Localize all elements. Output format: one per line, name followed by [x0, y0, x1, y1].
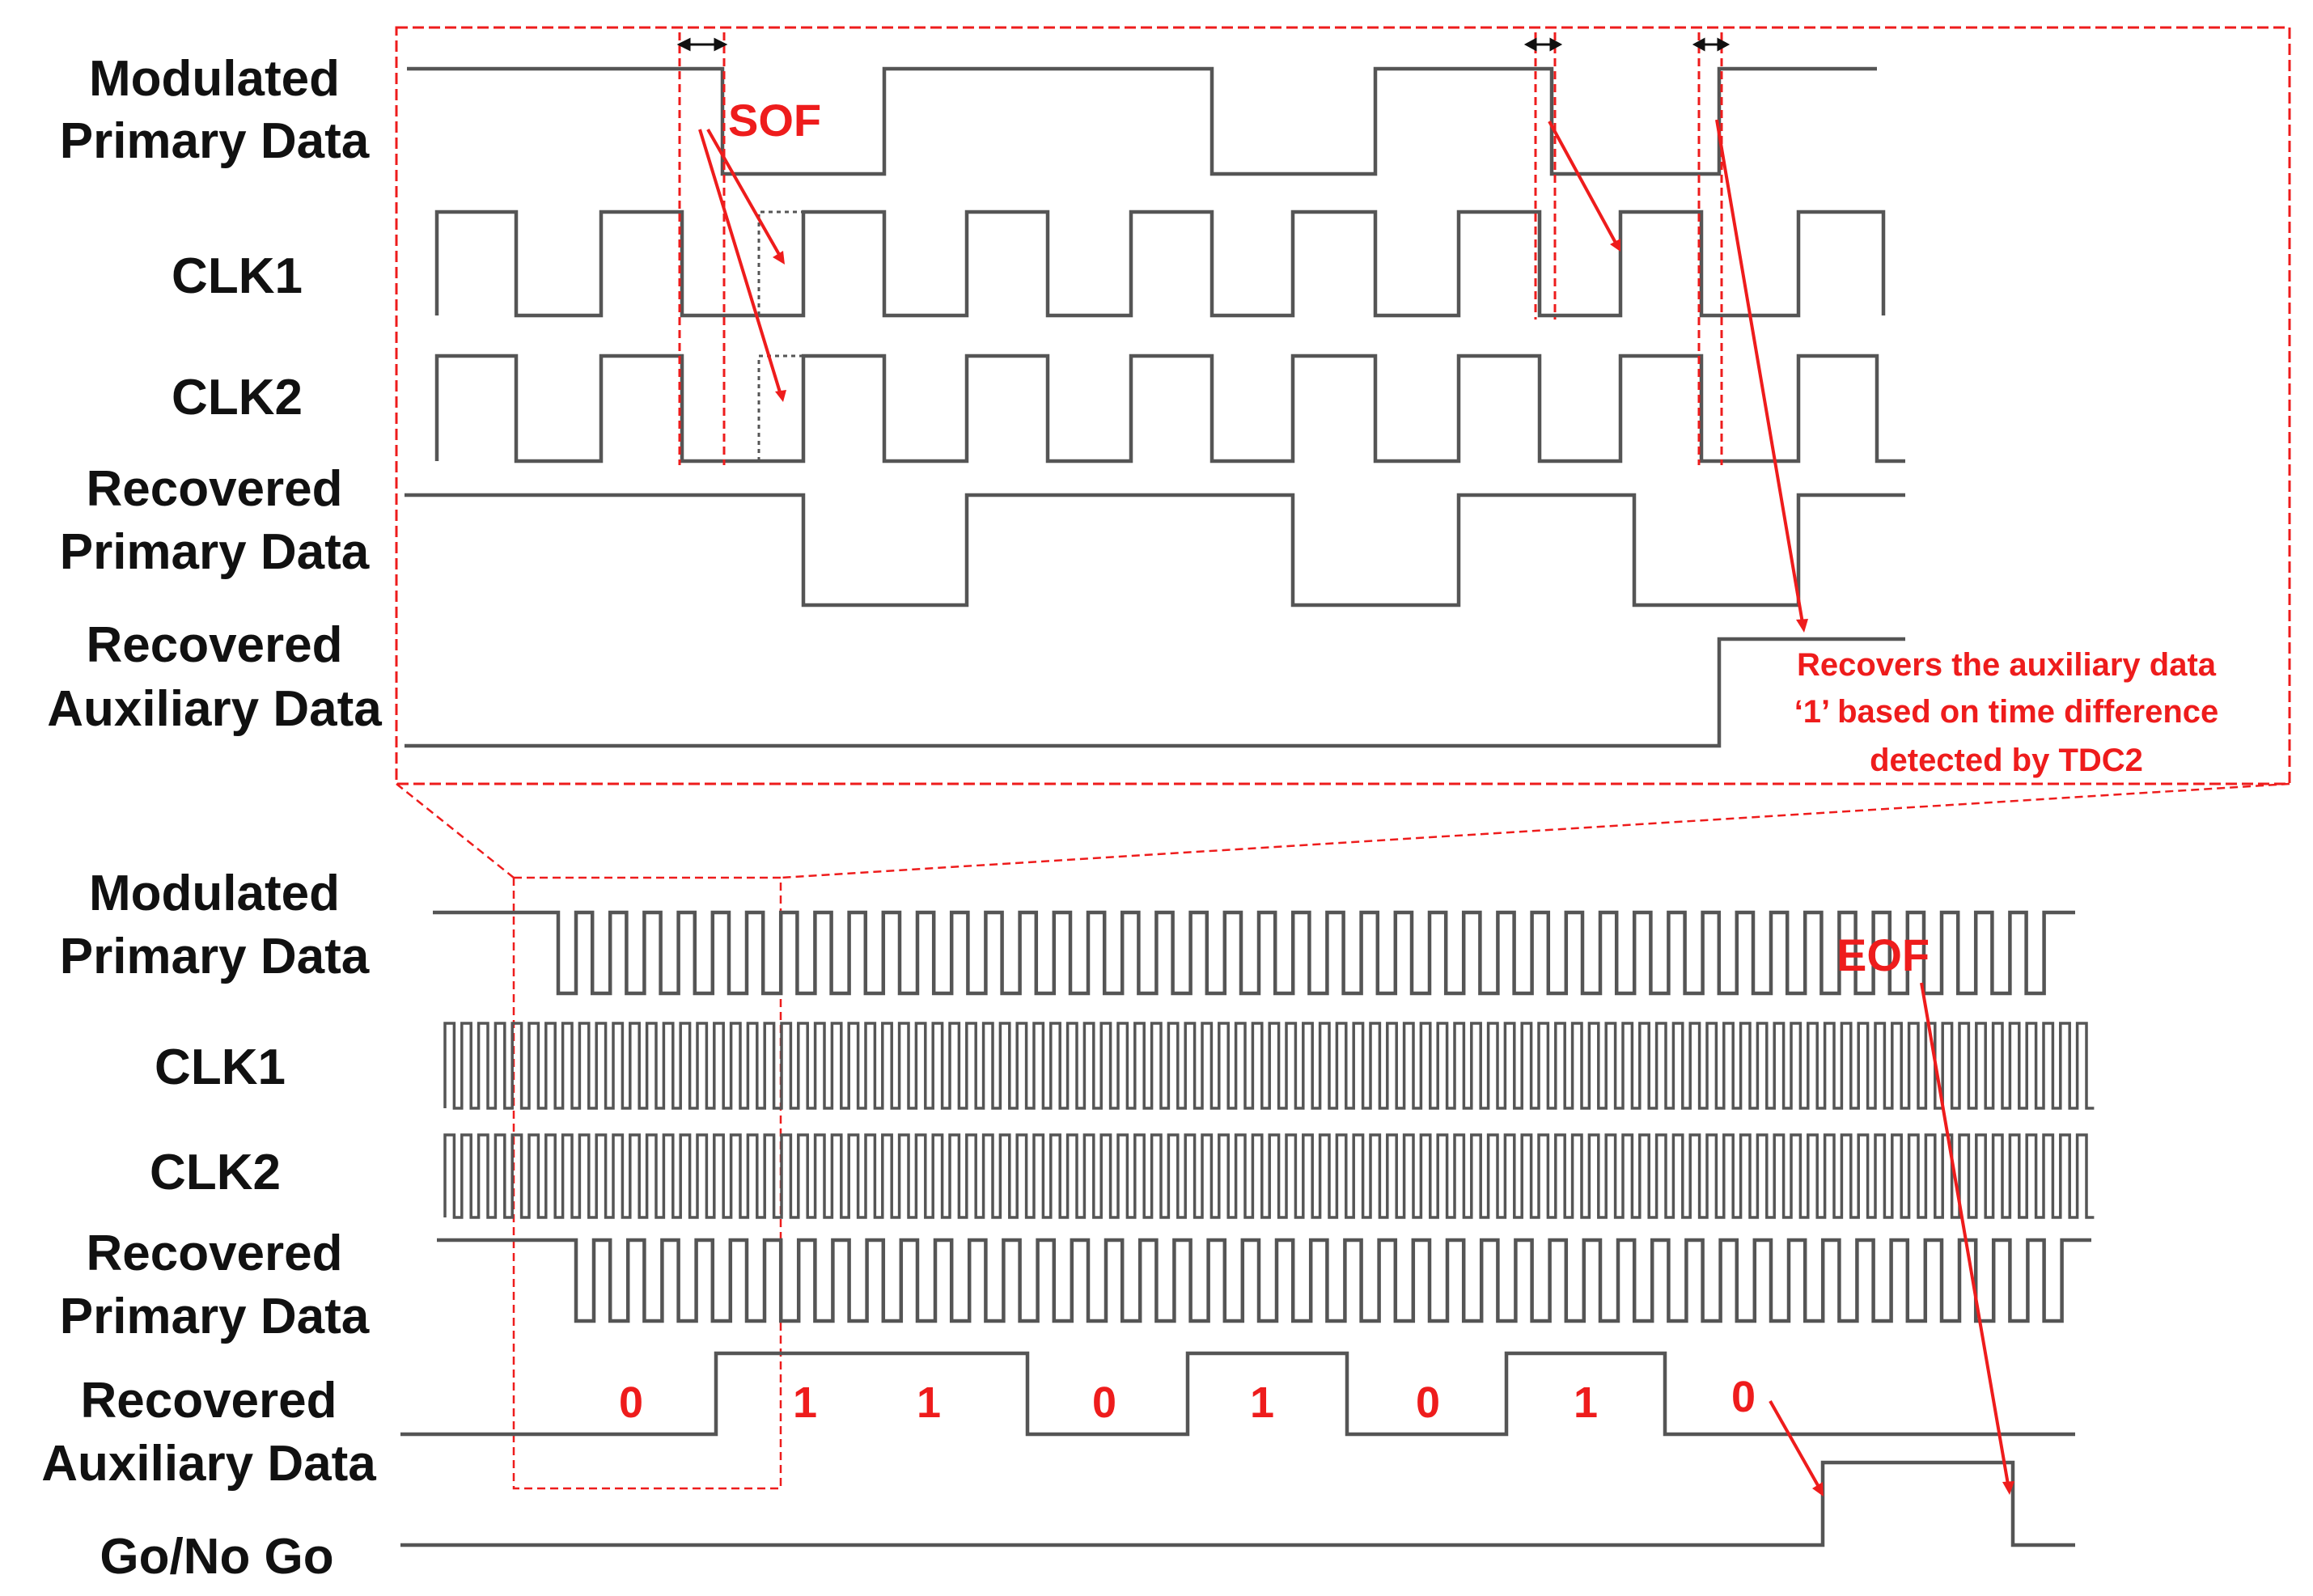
sof-label: SOF: [728, 95, 821, 146]
waveform-bottom-clk2: [443, 1133, 2095, 1219]
pointer-line: [1920, 982, 2010, 1485]
waveform-top-recovered-primary-data: [405, 493, 1905, 607]
note-line-1: Recovers the auxiliary data: [1797, 647, 2217, 683]
top-panel: Modulated Primary Data CLK1 CLK2 Recover…: [47, 26, 2291, 785]
arrowhead: [773, 251, 785, 265]
pointer-line: [698, 129, 782, 396]
note-line-2: ‘1’ based on time difference: [1794, 694, 2219, 730]
aux-bit: 0: [1092, 1378, 1116, 1427]
dotted-delay-edge-clk1-a: [757, 210, 803, 315]
label-top-recovered-aux-1: Recovered: [86, 617, 342, 673]
label-bottom-recovered-primary-1: Recovered: [86, 1226, 342, 1281]
pointer-line: [706, 129, 782, 258]
aux-bit: 1: [1574, 1378, 1598, 1427]
waveform-bottom-recovered-primary-data: [437, 1238, 2091, 1323]
arrowhead: [1549, 37, 1563, 52]
arrowhead: [714, 37, 728, 52]
label-top-recovered-primary-2: Primary Data: [60, 524, 370, 580]
dotted-delay-edge-clk2-a: [757, 354, 803, 461]
label-bottom-recovered-primary-2: Primary Data: [60, 1289, 370, 1344]
label-top-modulated-2: Primary Data: [60, 113, 370, 169]
zoom-frame-top: [395, 26, 2291, 785]
red-pointer-arrowheads-bottom: [1812, 1481, 2014, 1497]
label-bottom-go-no-go: Go/No Go: [100, 1529, 333, 1585]
label-top-clk2: CLK2: [172, 370, 303, 425]
label-bottom-recovered-aux-2: Auxiliary Data: [41, 1436, 376, 1492]
waveform-bottom-go-no-go: [400, 1460, 2075, 1547]
arrowhead: [1692, 37, 1705, 52]
label-bottom-recovered-aux-1: Recovered: [80, 1373, 337, 1429]
pointer-line: [1769, 1400, 1820, 1488]
aux-bit: 1: [1250, 1378, 1274, 1427]
waveform-top-clk1: [434, 210, 1886, 318]
waveform-top-clk2: [434, 353, 1905, 464]
note-line-3: detected by TDC2: [1870, 743, 2143, 778]
label-top-recovered-primary-1: Recovered: [86, 461, 342, 517]
label-bottom-clk1: CLK1: [155, 1039, 286, 1095]
pointer-line: [1715, 119, 1804, 624]
aux-bit: 1: [793, 1378, 817, 1427]
arrowhead: [676, 37, 691, 52]
time-difference-arrows: [676, 37, 1731, 52]
label-bottom-modulated-1: Modulated: [89, 866, 340, 921]
zoom-connector-line: [780, 782, 2290, 879]
aux-bit: 0: [1731, 1373, 1756, 1421]
aux-bit: 0: [1416, 1378, 1440, 1427]
arrowhead: [1523, 37, 1537, 52]
arrowhead: [775, 390, 786, 402]
waveform-top-recovered-auxiliary-data: [405, 637, 1905, 748]
zoom-connector-line: [396, 783, 515, 878]
red-pointer-arrowheads-top: [773, 239, 1808, 633]
pointer-line: [1548, 121, 1618, 245]
bottom-panel: Modulated Primary Data CLK1 CLK2 Recover…: [41, 866, 2095, 1585]
label-top-recovered-aux-2: Auxiliary Data: [47, 681, 382, 737]
waveform-bottom-modulated-primary-data: [433, 910, 2075, 996]
aux-bit: 1: [917, 1378, 941, 1427]
red-pointer-arrows-bottom: [1769, 982, 2010, 1488]
arrowhead: [1717, 37, 1731, 52]
label-bottom-modulated-2: Primary Data: [60, 929, 370, 984]
arrowhead: [1812, 1482, 1824, 1497]
aux-bit: 0: [619, 1378, 643, 1427]
arrowhead: [1796, 619, 1808, 633]
arrowhead: [2002, 1481, 2014, 1495]
edge-markers: [678, 32, 1723, 465]
label-top-modulated-1: Modulated: [89, 51, 340, 107]
label-top-clk1: CLK1: [172, 248, 303, 304]
arrowhead: [1610, 239, 1620, 252]
red-pointer-arrows-top: [698, 119, 1804, 624]
waveform-bottom-recovered-auxiliary-data: [400, 1351, 2075, 1437]
waveform-top-modulated-primary-data: [407, 66, 1877, 176]
label-bottom-clk2: CLK2: [150, 1145, 281, 1200]
eof-label: EOF: [1836, 929, 1930, 980]
waveform-bottom-clk1: [443, 1022, 2095, 1110]
